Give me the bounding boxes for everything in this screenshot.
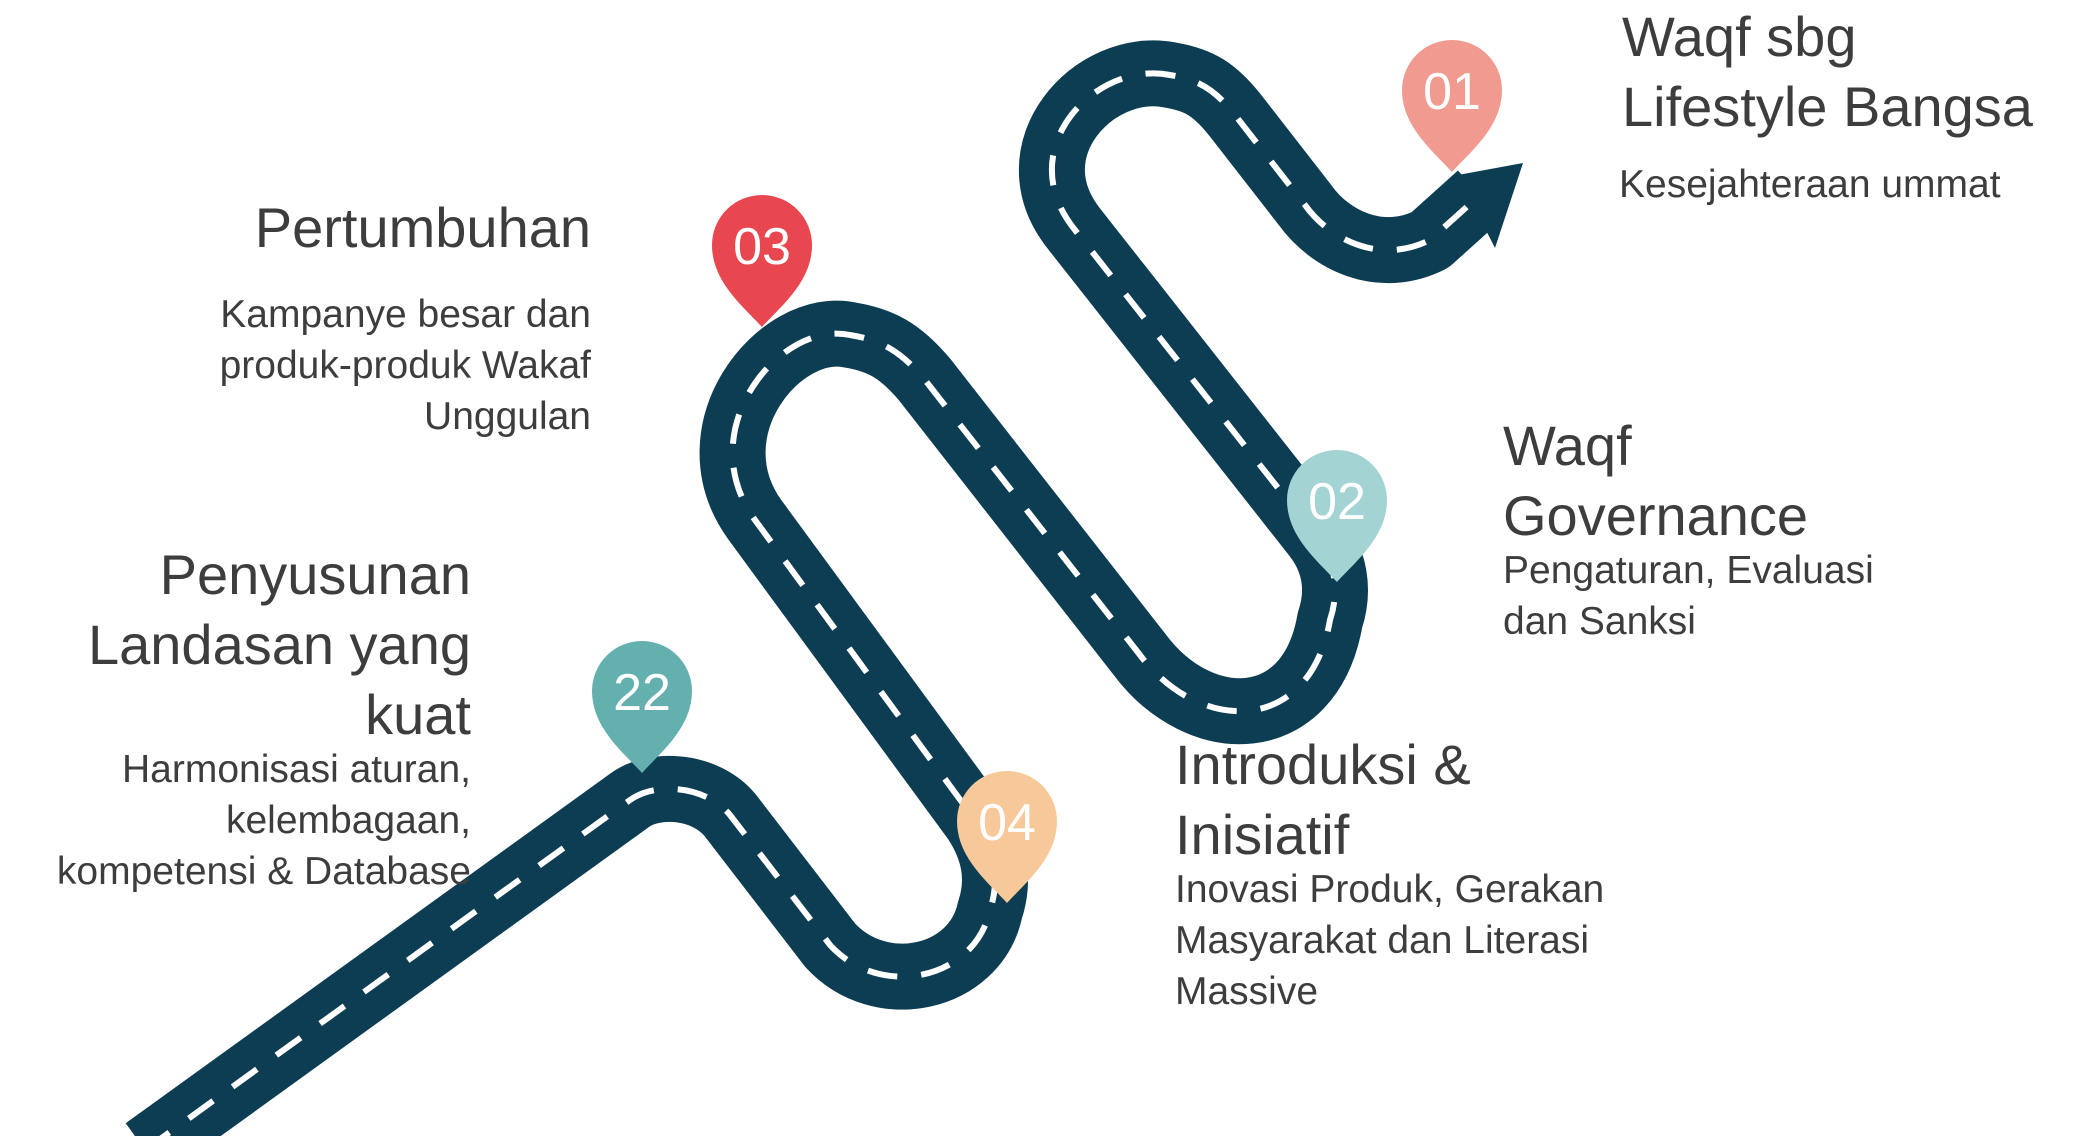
stage-03-desc-line: Unggulan — [424, 395, 591, 438]
stage-04-desc-line: Inovasi Produk, Gerakan — [1175, 868, 1605, 911]
pin-01-label: 01 — [1423, 63, 1481, 121]
map-pin-icon — [592, 641, 692, 773]
stage-02-title: Waqf Governance — [1503, 411, 1808, 551]
stage-01-title: Waqf sbg Lifestyle Bangsa — [1622, 2, 2033, 142]
stage-03-desc-line: produk-produk Wakaf — [219, 344, 591, 387]
map-pin-icon — [1402, 40, 1502, 172]
stage-03-description: Kampanye besar dan produk-produk Wakaf U… — [220, 289, 591, 442]
pin-04-label: 04 — [978, 794, 1036, 852]
stage-03-desc-line: Kampanye besar dan — [220, 293, 591, 336]
stage-04-title: Introduksi & Inisiatif — [1175, 730, 1471, 870]
stage-02-title-line: Governance — [1503, 484, 1809, 547]
stage-22-desc-line: kompetensi & Database — [56, 850, 471, 893]
pin-02-label: 02 — [1308, 473, 1366, 531]
pin-22: 22 — [592, 641, 692, 773]
stage-22-title-line: Penyusunan — [159, 543, 471, 606]
stage-22-title: Penyusunan Landasan yang kuat — [88, 540, 471, 750]
stage-02-desc-line: dan Sanksi — [1503, 600, 1696, 643]
stage-01-description: Kesejahteraan ummat — [1619, 159, 2001, 210]
stage-22-description: Harmonisasi aturan, kelembagaan, kompete… — [57, 744, 471, 897]
pin-04: 04 — [957, 771, 1057, 903]
stage-04-title-line: Introduksi & — [1175, 733, 1471, 796]
pin-01: 01 — [1402, 40, 1502, 172]
pin-02: 02 — [1287, 450, 1387, 582]
stage-01-desc-line: Kesejahteraan ummat — [1619, 163, 2001, 206]
stage-22-desc-line: Harmonisasi aturan, — [122, 748, 471, 791]
stage-02-desc-line: Pengaturan, Evaluasi — [1503, 549, 1874, 592]
stage-03-title-line: Pertumbuhan — [254, 196, 591, 259]
map-pin-icon — [957, 771, 1057, 903]
stage-22-desc-line: kelembagaan, — [225, 799, 471, 842]
stage-03-title: Pertumbuhan — [255, 193, 591, 263]
stage-04-desc-line: Masyarakat dan Literasi — [1175, 919, 1590, 962]
pin-22-label: 22 — [613, 664, 671, 722]
stage-04-desc-line: Massive — [1175, 970, 1319, 1013]
stage-22-title-line: Landasan yang — [87, 613, 471, 676]
stage-01-title-line: Lifestyle Bangsa — [1622, 75, 2033, 138]
stage-02-title-line: Waqf — [1503, 414, 1632, 477]
stage-01-title-line: Waqf sbg — [1622, 5, 1857, 68]
stage-04-title-line: Inisiatif — [1175, 803, 1350, 866]
stage-02-description: Pengaturan, Evaluasi dan Sanksi — [1503, 545, 1874, 647]
map-pin-icon — [1287, 450, 1387, 582]
road — [125, 40, 1523, 1136]
map-pin-icon — [712, 195, 812, 327]
pin-03-label: 03 — [733, 218, 791, 276]
pin-03: 03 — [712, 195, 812, 327]
stage-04-description: Inovasi Produk, Gerakan Masyarakat dan L… — [1175, 864, 1604, 1017]
road-arrow-head — [1458, 163, 1523, 248]
stage-22-title-line: kuat — [365, 683, 471, 746]
road-center-dashes — [159, 70, 1483, 1136]
